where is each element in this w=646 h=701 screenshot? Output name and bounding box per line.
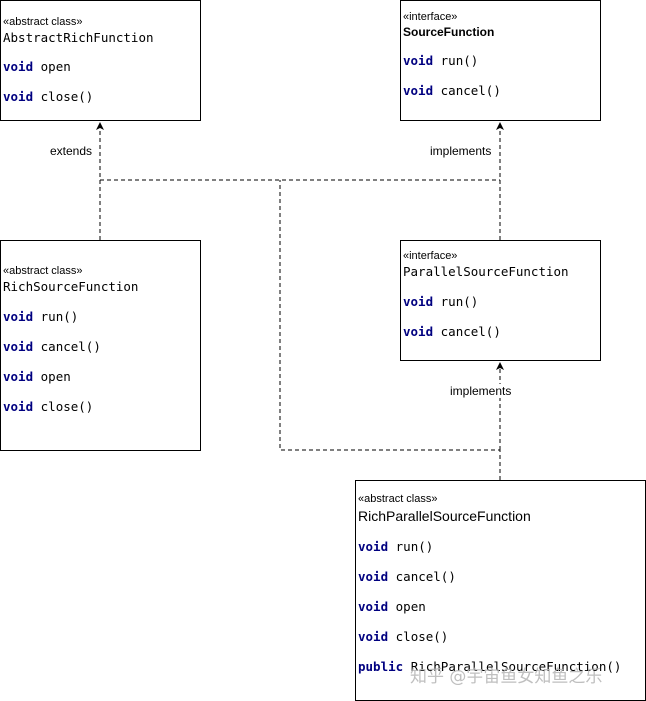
interface-parallel-source-function: «interface» ParallelSourceFunction void … xyxy=(400,240,601,361)
operation: void open xyxy=(3,369,71,384)
stereotype-label: «interface» xyxy=(403,11,458,23)
operation: void run() xyxy=(403,294,479,309)
operation: void run() xyxy=(3,309,79,324)
operation: void run() xyxy=(403,53,479,68)
operation: public RichParallelSourceFunction() xyxy=(358,659,622,674)
extends-label: extends xyxy=(50,144,93,158)
stereotype-label: «interface» xyxy=(403,250,458,262)
stereotype-label: «abstract class» xyxy=(358,493,438,505)
operation: void open xyxy=(3,59,71,74)
watermark: 知乎 @宇宙鱼女知鱼之乐 xyxy=(410,667,603,687)
operation: void close() xyxy=(358,629,449,644)
class-name: AbstractRichFunction xyxy=(3,30,154,45)
implements-top-label: implements xyxy=(430,144,492,158)
stereotype-label: «abstract class» xyxy=(3,16,83,28)
operation: void open xyxy=(358,599,426,614)
operation: void cancel() xyxy=(358,569,456,584)
operation: void close() xyxy=(3,399,94,414)
interface-name: ParallelSourceFunction xyxy=(403,264,569,279)
class-rich-parallel-source-function: «abstract class» RichParallelSourceFunct… xyxy=(355,480,646,701)
operation: void close() xyxy=(3,89,94,104)
operation: void cancel() xyxy=(3,339,101,354)
class-name: RichParallelSourceFunction xyxy=(358,508,531,524)
class-abstract-rich-function: «abstract class» AbstractRichFunction vo… xyxy=(0,0,201,121)
class-rich-source-function: «abstract class» RichSourceFunction void… xyxy=(0,240,201,451)
operation: void cancel() xyxy=(403,324,501,339)
operation: void cancel() xyxy=(403,83,501,98)
implements-mid-label: implements xyxy=(450,384,512,398)
interface-name: SourceFunction xyxy=(403,25,495,39)
class-name: RichSourceFunction xyxy=(3,279,139,294)
operation: void run() xyxy=(358,539,434,554)
interface-source-function: «interface» SourceFunction void run() vo… xyxy=(400,0,601,121)
stereotype-label: «abstract class» xyxy=(3,265,83,277)
rich-parallel-route-connector xyxy=(279,180,501,480)
